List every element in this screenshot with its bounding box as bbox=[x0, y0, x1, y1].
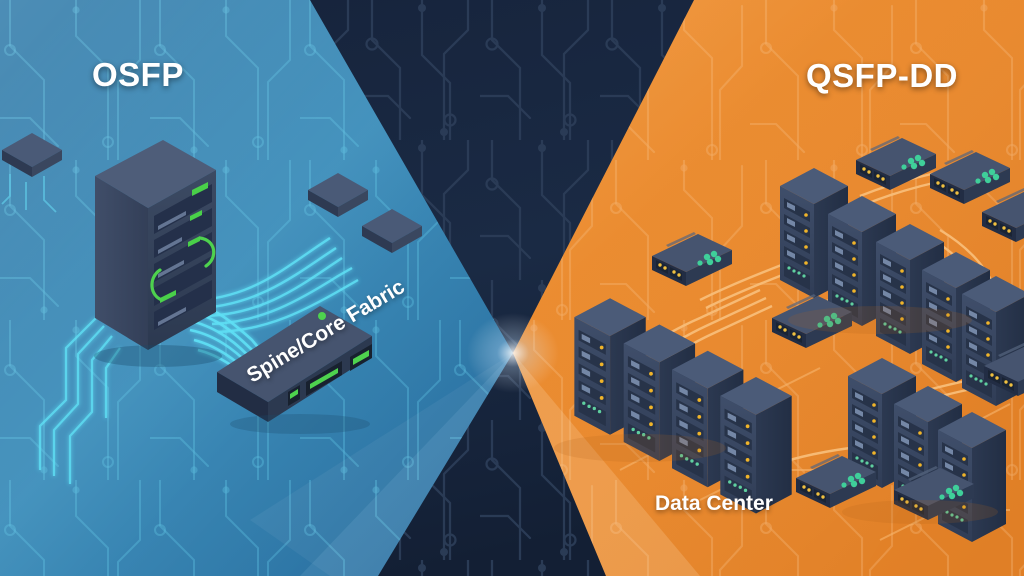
switch-status-led bbox=[318, 312, 326, 320]
right-panel-title: QSFP-DD bbox=[806, 57, 958, 94]
right-panel-caption: Data Center bbox=[655, 492, 773, 515]
rack-units bbox=[154, 182, 212, 330]
server-cluster-left bbox=[574, 298, 792, 514]
cyan-cables-left-exit bbox=[38, 317, 121, 484]
left-panel-title: OSFP bbox=[92, 56, 184, 93]
osfp-server-rack bbox=[94, 140, 222, 367]
spine-core-switch bbox=[217, 306, 372, 434]
iso-chip-left bbox=[1, 133, 62, 213]
green-patch-cables bbox=[150, 236, 216, 302]
iso-chip-lower bbox=[362, 209, 422, 253]
iso-chip-mid bbox=[308, 173, 368, 217]
ground-shadows bbox=[554, 306, 998, 524]
switch-ports bbox=[288, 344, 372, 406]
center-light-flare bbox=[467, 313, 559, 393]
cyan-cables-to-chips bbox=[199, 237, 359, 334]
